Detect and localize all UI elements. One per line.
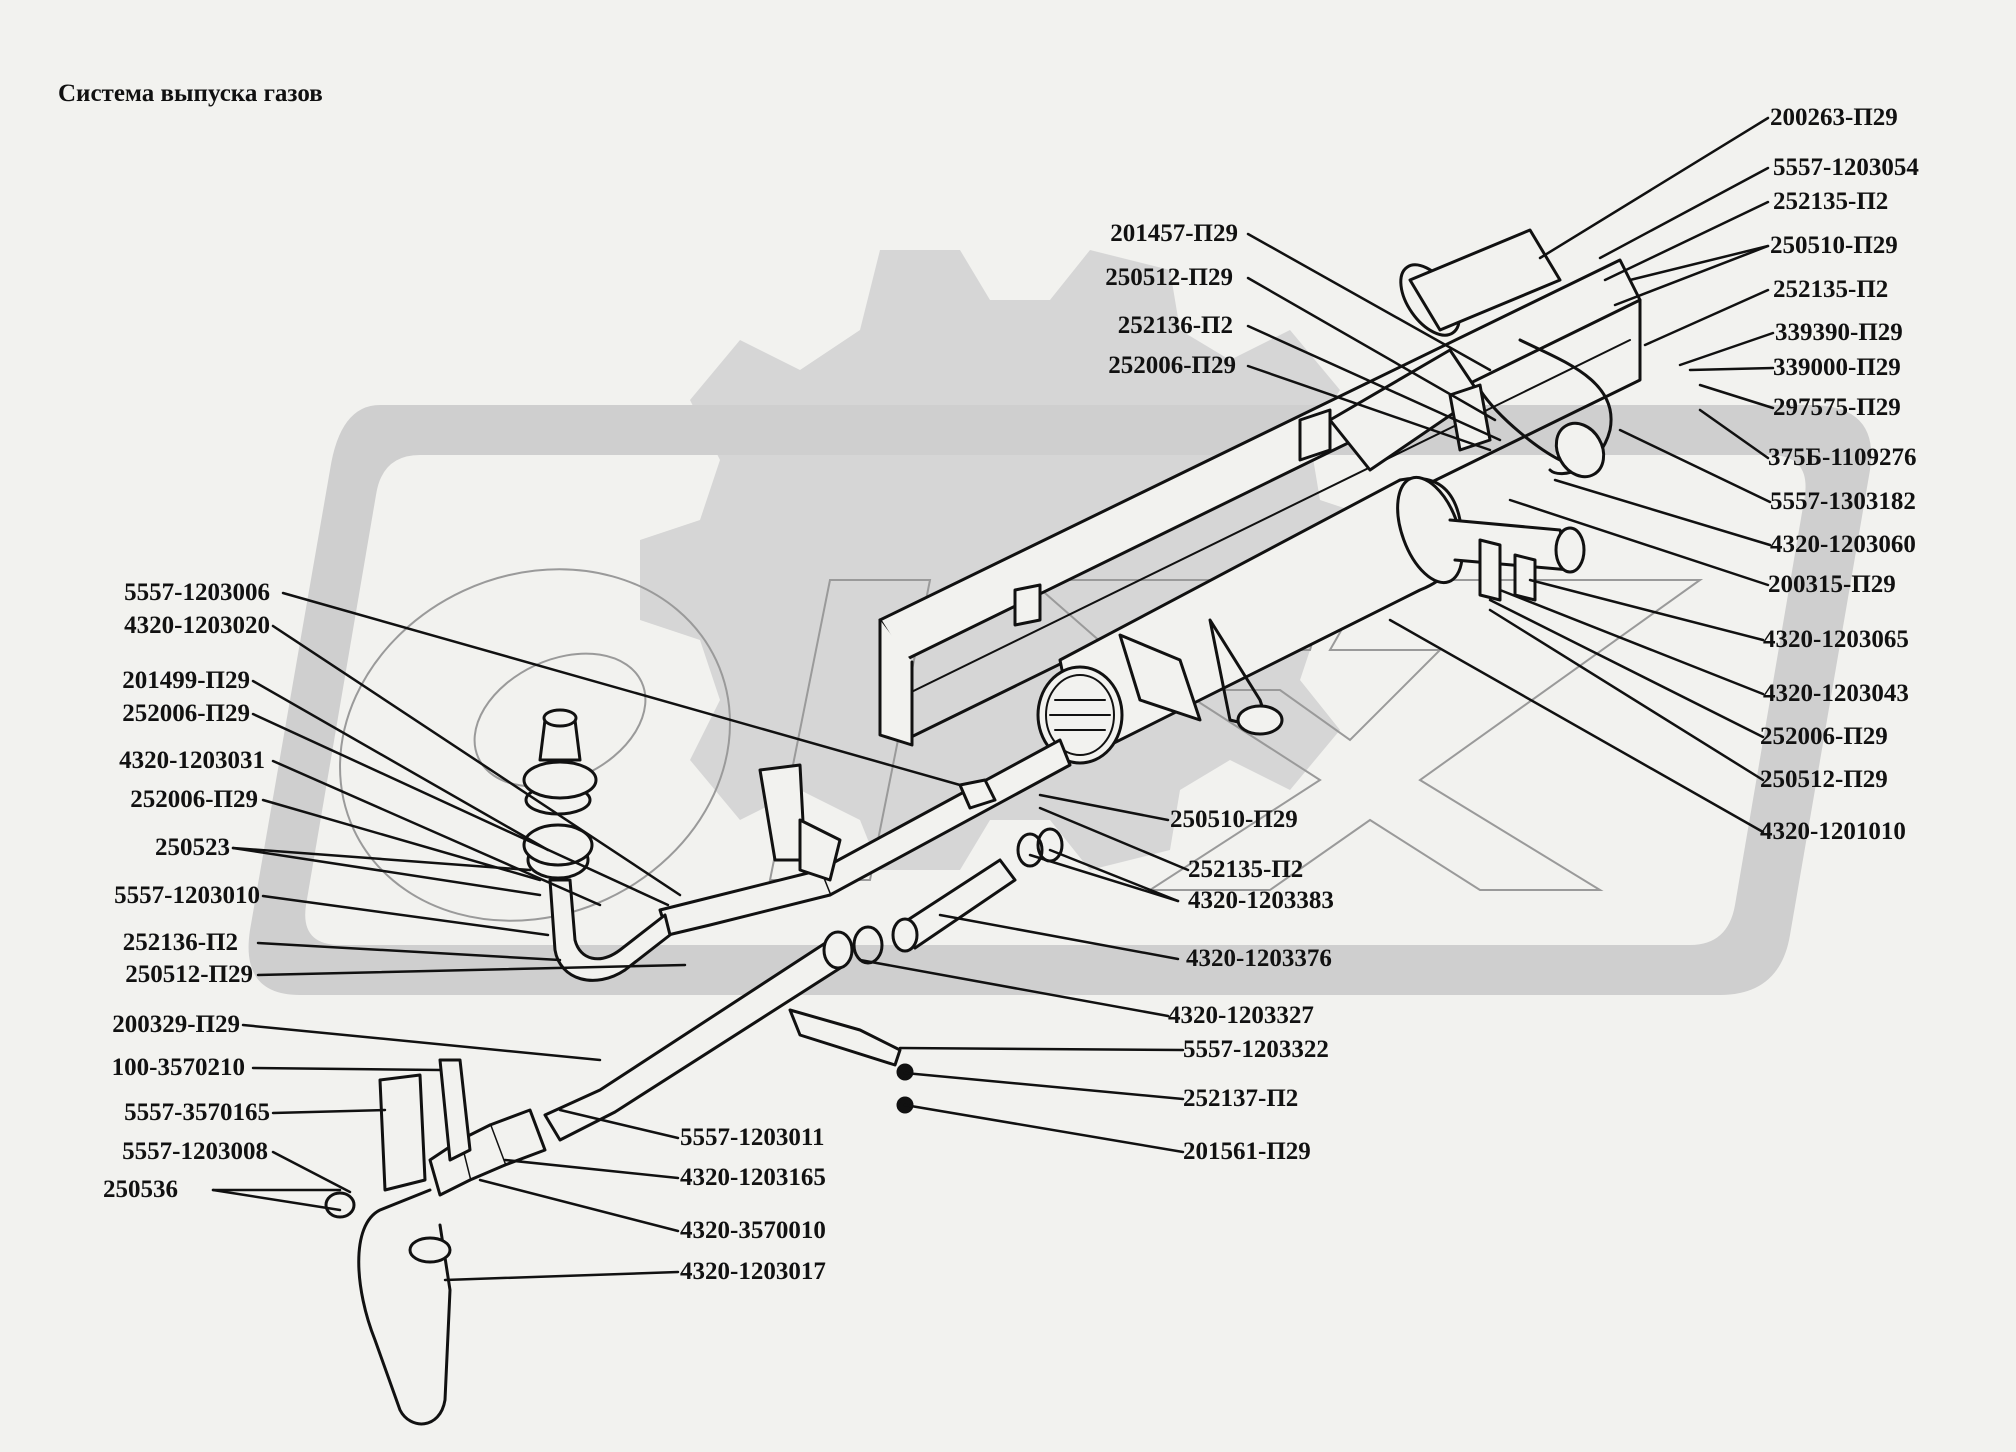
callout-label: 200263-П29 [1770,104,1898,131]
callout-label: 250512-П29 [125,961,253,988]
callout-label: 297575-П29 [1773,394,1901,421]
callout-label: 252137-П2 [1183,1085,1299,1112]
callout-label: 5557-1203054 [1773,154,1919,181]
callout-label: 250523 [155,834,230,861]
callout-label: 201561-П29 [1183,1138,1311,1165]
callout-label: 4320-3570010 [680,1217,826,1244]
callout-label: 375Б-1109276 [1768,444,1917,471]
callout-label: 201457-П29 [1110,220,1238,247]
callout-label: 252135-П2 [1773,188,1889,215]
callout-label: 250512-П29 [1105,264,1233,291]
callout-label: 250536 [103,1176,178,1203]
callout-label: 339000-П29 [1773,354,1901,381]
callout-label: 4320-1203376 [1186,945,1332,972]
callout-label: 5557-1203008 [122,1138,268,1165]
callout-label: 4320-1203043 [1763,680,1909,707]
callout-label: 201499-П29 [122,667,250,694]
callout-label: 252006-П29 [130,786,258,813]
callout-label: 339390-П29 [1775,319,1903,346]
callout-label: 4320-1203017 [680,1258,826,1285]
callout-label: 4320-1201010 [1760,818,1906,845]
callout-label: 252135-П2 [1188,856,1304,883]
exhaust-assembly [324,228,1642,1426]
callout-label: 252006-П29 [122,700,250,727]
callout-label: 4320-1203020 [124,612,270,639]
callout-label: 5557-1203010 [114,882,260,909]
callout-label: 5557-3570165 [124,1099,270,1126]
callout-label: 5557-1303182 [1770,488,1916,515]
callout-label: 252136-П2 [1117,312,1233,339]
downpipe [548,878,672,982]
callout-label: 252006-П29 [1760,723,1888,750]
callout-label: 250510-П29 [1770,232,1898,259]
leader-lines [211,116,1775,1282]
callout-label: 5557-1203322 [1183,1036,1329,1063]
callout-label: 100-3570210 [111,1054,245,1081]
callout-label: 4320-1203065 [1763,626,1909,653]
callout-label: 4320-1203060 [1770,531,1916,558]
callout-label: 252136-П2 [122,929,238,956]
callout-label: 4320-1203165 [680,1164,826,1191]
callout-label: 4320-1203327 [1168,1002,1314,1029]
diagram-title: Система выпуска газов [58,80,323,107]
callout-label: 252135-П2 [1773,276,1889,303]
callout-label: 5557-1203006 [124,579,270,606]
callout-label: 4320-1203031 [119,747,265,774]
callout-label: 252006-П29 [1108,352,1236,379]
callout-label: 250510-П29 [1170,806,1298,833]
callout-label: 4320-1203383 [1188,887,1334,914]
callout-label: 250512-П29 [1760,766,1888,793]
front-elbow-pipe [357,1188,452,1426]
callout-label: 5557-1203011 [680,1124,825,1151]
callout-label: 200329-П29 [112,1011,240,1038]
callout-label: 200315-П29 [1768,571,1896,598]
